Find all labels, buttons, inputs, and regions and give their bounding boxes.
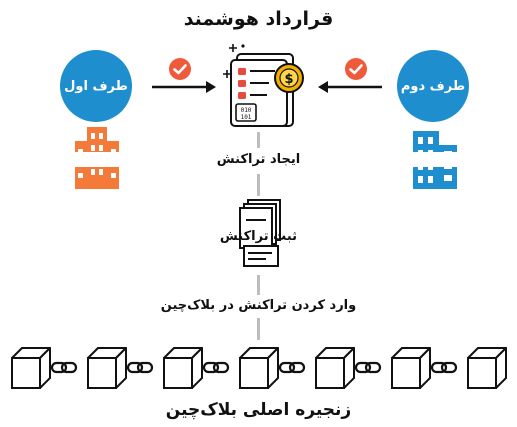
smart-contract-icon: 010 101 $: [223, 44, 304, 127]
party-left-label: طرف اول: [64, 78, 128, 94]
arrow-right-to-contract-icon: [318, 81, 382, 93]
block-icon: [11, 347, 51, 389]
connector-line: [257, 174, 260, 196]
block-icon: [239, 347, 279, 389]
check-right-icon: [345, 58, 367, 80]
blockchain-chain: [11, 347, 507, 389]
block-icon: [467, 347, 507, 389]
chain-label: زنجیره اصلی بلاک‌چین: [165, 400, 352, 420]
party-right-circle: طرف دوم: [397, 50, 469, 122]
svg-text:101: 101: [241, 114, 252, 121]
diagram-title: قرارداد هوشمند: [183, 8, 334, 30]
documents-icon: [239, 199, 281, 267]
party-left-circle: طرف اول: [60, 50, 132, 122]
svg-text:010: 010: [241, 107, 252, 114]
block-icon: [391, 347, 431, 389]
arrow-left-to-contract-icon: [152, 81, 216, 93]
check-left-icon: [169, 58, 191, 80]
block-icon: [315, 347, 355, 389]
step-record-transaction: ثبت تراکنش: [219, 229, 298, 244]
connector-line: [257, 275, 260, 295]
svg-text:$: $: [284, 72, 293, 87]
block-icon: [163, 347, 203, 389]
connector-line: [257, 132, 260, 148]
step-enter-blockchain: وارد کردن تراکنش در بلاک‌چین: [0, 298, 517, 313]
step-create-transaction: ایجاد تراکنش: [0, 152, 517, 167]
block-icon: [87, 347, 127, 389]
party-right-label: طرف دوم: [400, 78, 466, 94]
connector-line: [257, 318, 260, 340]
